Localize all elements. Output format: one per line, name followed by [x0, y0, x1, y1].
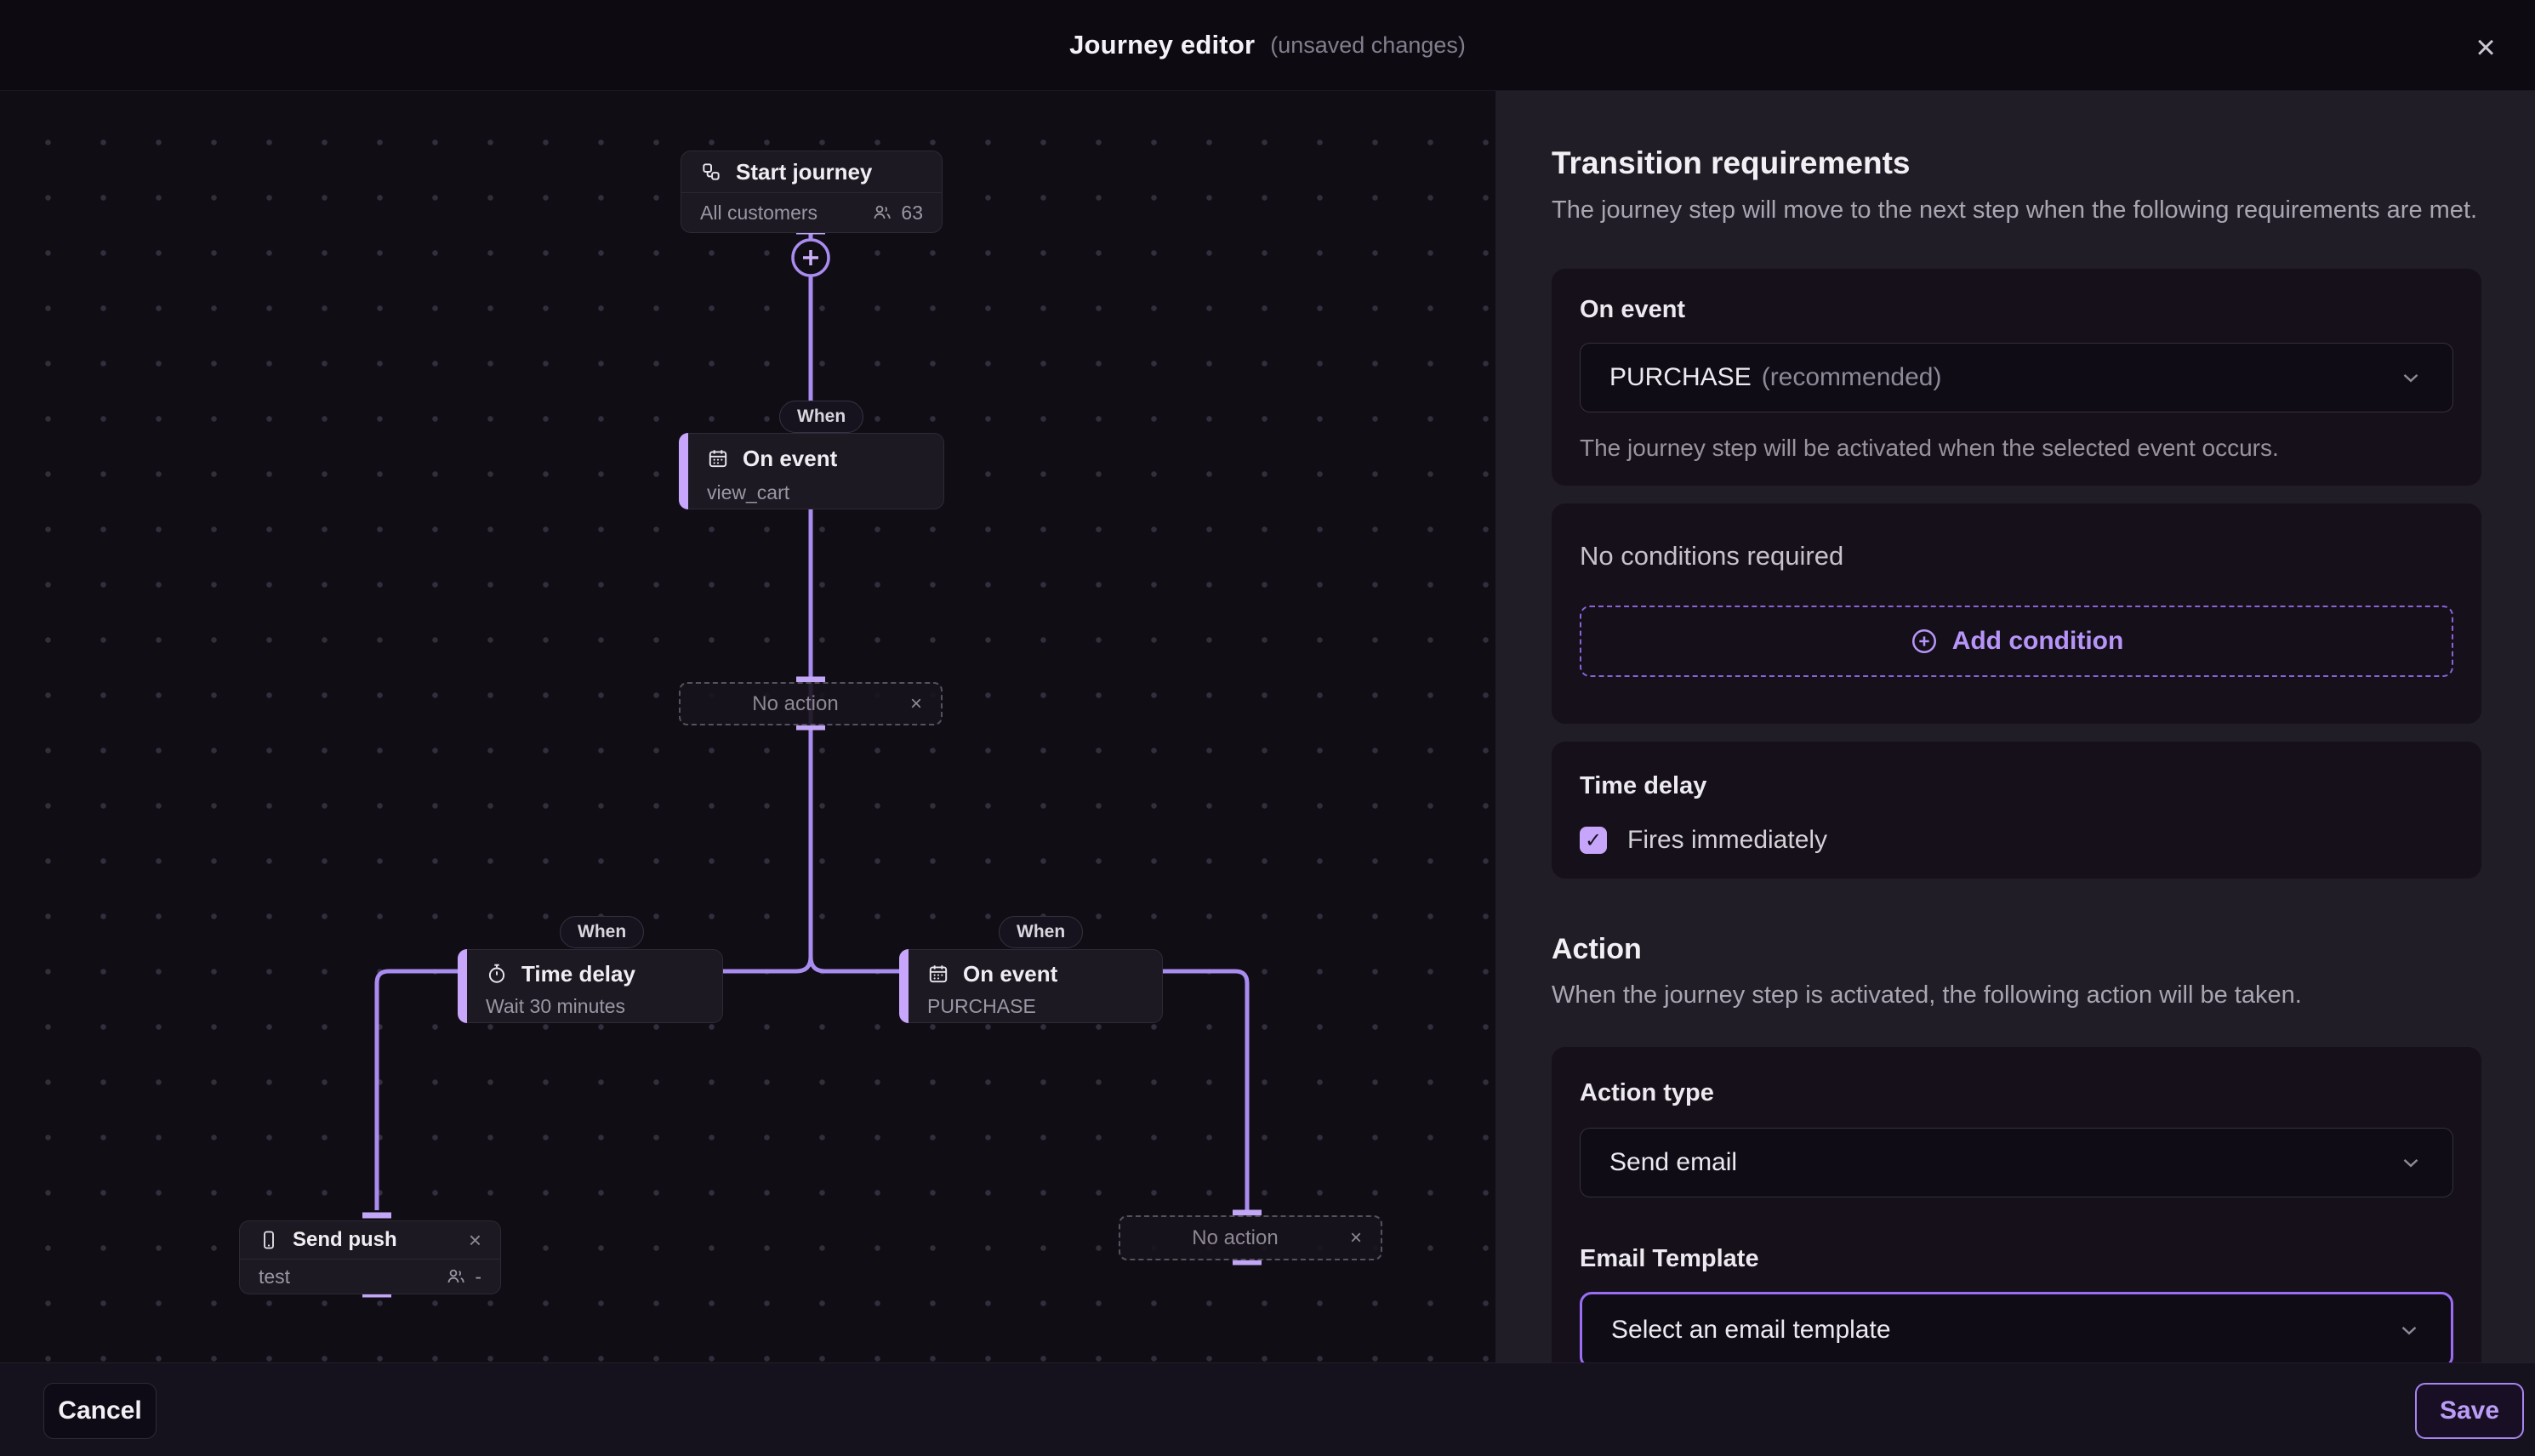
conditions-card: No conditions required Add condition [1552, 503, 2481, 724]
send-push-node[interactable]: Send push × test - [239, 1220, 501, 1294]
no-conditions-text: No conditions required [1580, 541, 1844, 571]
event-select-note: (recommended) [1761, 363, 1942, 391]
event-name: PURCHASE [927, 995, 1036, 1017]
when-badge-2: When [560, 916, 645, 948]
people-icon [446, 1266, 466, 1287]
add-condition-label: Add condition [1951, 627, 2124, 655]
save-button[interactable]: Save [2415, 1383, 2524, 1439]
event-select[interactable]: PURCHASE (recommended) [1580, 343, 2453, 412]
audience-label: All customers [700, 201, 818, 224]
people-icon [872, 202, 892, 223]
stopwatch-icon [486, 963, 508, 985]
close-icon[interactable]: × [2475, 29, 2496, 66]
time-delay-node[interactable]: Time delay Wait 30 minutes [458, 949, 723, 1023]
transition-requirements-heading: Transition requirements [1552, 145, 1911, 180]
action-type-select[interactable]: Send email [1580, 1128, 2453, 1197]
no-action-node-top[interactable]: No action × [679, 682, 943, 725]
audience-count: - [475, 1265, 481, 1288]
time-delay-label: Time delay [1580, 772, 1707, 799]
add-condition-button[interactable]: Add condition [1580, 606, 2453, 677]
node-title: On event [963, 960, 1058, 987]
unsaved-changes-label: (unsaved changes) [1270, 31, 1466, 58]
on-event-view-cart-node[interactable]: On event view_cart [679, 433, 944, 509]
node-title: On event [743, 445, 838, 471]
fires-immediately-checkbox[interactable]: ✓ [1580, 827, 1607, 854]
footer-bar: Cancel Save [0, 1362, 2535, 1456]
workflow-icon [700, 161, 722, 183]
chevron-down-icon [2396, 1317, 2422, 1343]
node-title: Time delay [521, 960, 635, 987]
time-delay-card: Time delay ✓ Fires immediately [1552, 742, 2481, 879]
plus-circle-icon [1910, 627, 1939, 656]
on-event-card: On event PURCHASE (recommended) The jour… [1552, 269, 2481, 486]
top-bar: Journey editor (unsaved changes) × [0, 0, 2535, 91]
node-divider [240, 1259, 500, 1260]
audience-count: 63 [901, 201, 923, 224]
when-badge-1: When [779, 401, 864, 433]
smartphone-icon [259, 1230, 279, 1250]
settings-panel: Transition requirements The journey step… [1495, 91, 2535, 1362]
node-accent-bar [458, 949, 467, 1023]
remove-icon[interactable]: × [909, 691, 922, 715]
on-event-label: On event [1580, 296, 1686, 323]
no-action-node-bottom[interactable]: No action × [1119, 1215, 1382, 1260]
when-badge-3: When [999, 916, 1084, 948]
action-heading: Action [1552, 933, 1642, 965]
action-card: Action type Send email Email Template Se… [1552, 1047, 2481, 1362]
calendar-icon [707, 447, 729, 469]
node-accent-bar [679, 433, 688, 509]
chevron-down-icon [2398, 365, 2424, 390]
transition-requirements-description: The journey step will move to the next s… [1552, 196, 2478, 224]
on-event-purchase-node[interactable]: On event PURCHASE [899, 949, 1163, 1023]
push-template-name: test [259, 1265, 291, 1288]
start-journey-node[interactable]: Start journey All customers 63 [681, 151, 943, 233]
node-title: Send push [293, 1228, 397, 1251]
action-type-value: Send email [1609, 1148, 1738, 1176]
remove-icon[interactable]: × [1349, 1226, 1362, 1249]
chevron-down-icon [2398, 1150, 2424, 1175]
node-accent-bar [899, 949, 909, 1023]
event-select-value: PURCHASE [1609, 363, 1752, 391]
email-template-label: Email Template [1580, 1245, 1759, 1272]
event-name: view_cart [707, 481, 790, 503]
cancel-button[interactable]: Cancel [43, 1383, 157, 1439]
action-type-label: Action type [1580, 1079, 1714, 1106]
node-divider [681, 192, 942, 193]
on-event-help-text: The journey step will be activated when … [1580, 435, 2279, 461]
email-template-placeholder: Select an email template [1611, 1316, 1891, 1344]
email-template-select[interactable]: Select an email template [1580, 1292, 2453, 1362]
fires-immediately-label: Fires immediately [1627, 826, 1828, 854]
journey-canvas[interactable]: Start journey All customers 63 When [0, 91, 1495, 1362]
node-title: Start journey [736, 158, 873, 185]
delay-duration: Wait 30 minutes [486, 995, 626, 1017]
remove-icon[interactable]: × [468, 1226, 481, 1253]
edge-connectors [362, 228, 1262, 1298]
page-title: Journey editor [1069, 30, 1256, 60]
no-action-label: No action [752, 691, 839, 715]
action-description: When the journey step is activated, the … [1552, 981, 2302, 1009]
calendar-icon [927, 963, 949, 985]
checkmark-icon: ✓ [1584, 828, 1603, 852]
no-action-label: No action [1192, 1226, 1279, 1249]
